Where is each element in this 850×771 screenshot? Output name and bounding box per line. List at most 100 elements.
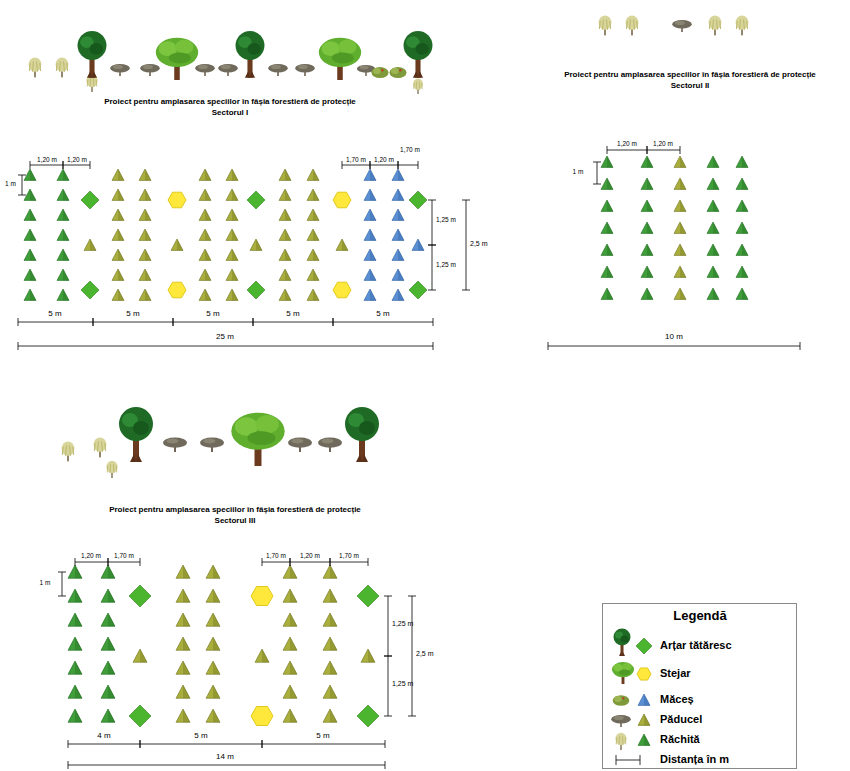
plant-shade <box>145 249 151 260</box>
plant-triangle <box>101 637 115 650</box>
plant-triangle <box>361 649 375 662</box>
dimension-tick <box>428 200 436 201</box>
plant-shade <box>63 209 69 220</box>
plant-triangle <box>364 169 376 180</box>
plant-triangle <box>57 209 69 220</box>
plant-triangle <box>736 222 748 233</box>
dimension-tick <box>330 558 331 566</box>
plant-shade <box>398 209 404 220</box>
plant-triangle <box>226 169 238 180</box>
plant-shade <box>285 169 291 180</box>
dimension-tick <box>108 558 109 566</box>
plant-triangle <box>199 209 211 220</box>
dimension-label: 2,5 m <box>470 240 488 248</box>
plant-triangle <box>674 222 686 233</box>
dimension-label: 5 m <box>206 309 219 318</box>
dimension-label: 1,70 m <box>346 156 366 163</box>
plant-shade <box>290 685 297 698</box>
plant-shade <box>183 685 190 698</box>
plant-shade <box>145 209 151 220</box>
dimension-tick <box>384 656 392 657</box>
dimension-tick <box>428 245 436 246</box>
plant-shade <box>205 209 211 220</box>
plant-shade <box>290 637 297 650</box>
plant-triangle <box>707 244 719 255</box>
plant-triangle <box>307 189 319 200</box>
plant-triangle <box>176 661 190 674</box>
plant-shade <box>118 209 124 220</box>
plant-shade <box>644 714 650 725</box>
plant-triangle <box>364 209 376 220</box>
plant-triangle <box>601 178 613 189</box>
plant-triangle <box>283 685 297 698</box>
dimension-line <box>466 200 467 290</box>
rose-icon <box>371 67 388 78</box>
plant-triangle <box>641 200 653 211</box>
dimension-label: 1,20 m <box>617 140 637 147</box>
plant-triangle <box>392 169 404 180</box>
dimension-label: 1,20 m <box>653 140 673 147</box>
hawthorn-icon <box>140 64 160 76</box>
plant-triangle <box>57 229 69 240</box>
dimension-tick <box>58 572 66 573</box>
plant-triangle <box>24 289 36 300</box>
plant-triangle <box>392 209 404 220</box>
plant-triangle <box>112 269 124 280</box>
plant-triangle <box>68 685 82 698</box>
plant-triangle <box>139 209 151 220</box>
plant-triangle <box>176 637 190 650</box>
plant-shade <box>183 637 190 650</box>
hawthorn-icon <box>218 64 238 76</box>
plant-triangle <box>674 288 686 299</box>
dimension-tick <box>18 318 19 326</box>
dimension-tick <box>428 290 436 291</box>
plant-shade <box>213 685 220 698</box>
oak-hexagon <box>333 192 351 208</box>
plant-triangle <box>392 289 404 300</box>
plant-triangle <box>112 189 124 200</box>
dimension-tick <box>253 318 254 326</box>
plant-shade <box>290 565 297 578</box>
plant-shade <box>108 661 115 674</box>
plant-triangle <box>68 709 82 722</box>
dimension-line <box>62 572 63 596</box>
legend-text: Stejar <box>660 667 691 680</box>
plant-triangle <box>206 613 220 626</box>
plant-triangle <box>101 613 115 626</box>
plant-triangle <box>226 289 238 300</box>
dimension-label: 1,25 m <box>436 261 456 268</box>
plant-triangle <box>24 249 36 260</box>
dimension-line <box>597 162 598 184</box>
dimension-line <box>412 596 413 716</box>
dimension-line <box>398 165 418 166</box>
dimension-line <box>68 765 385 766</box>
plant-triangle <box>226 209 238 220</box>
maple-icon <box>404 31 433 78</box>
dimension-tick <box>290 558 291 566</box>
plant-triangle <box>307 269 319 280</box>
plant-shade <box>330 613 337 626</box>
plant-shade <box>205 289 211 300</box>
dimension-label: 1,70 m <box>339 552 359 559</box>
plant-shade <box>370 189 376 200</box>
hawthorn-icon <box>110 64 130 76</box>
willow-icon <box>106 461 117 478</box>
plant-triangle <box>176 613 190 626</box>
plant-triangle <box>206 685 220 698</box>
dimension-tick <box>93 318 94 326</box>
dimension-label: 4 m <box>97 731 110 740</box>
sector-name: Sectorul I <box>212 108 248 117</box>
oak-hexagon <box>168 282 186 298</box>
plant-triangle <box>638 734 650 745</box>
dimension-tick <box>58 596 66 597</box>
plant-triangle <box>323 685 337 698</box>
dimension-tick <box>462 200 470 201</box>
dimension-tick <box>63 161 64 169</box>
oak-hexagon <box>251 707 273 726</box>
dimension-label: 25 m <box>216 332 234 341</box>
dimension-tick <box>262 740 263 748</box>
plant-shade <box>370 169 376 180</box>
sector-name: Sectorul III <box>215 516 256 525</box>
plant-shade <box>75 613 82 626</box>
plant-shade <box>145 189 151 200</box>
